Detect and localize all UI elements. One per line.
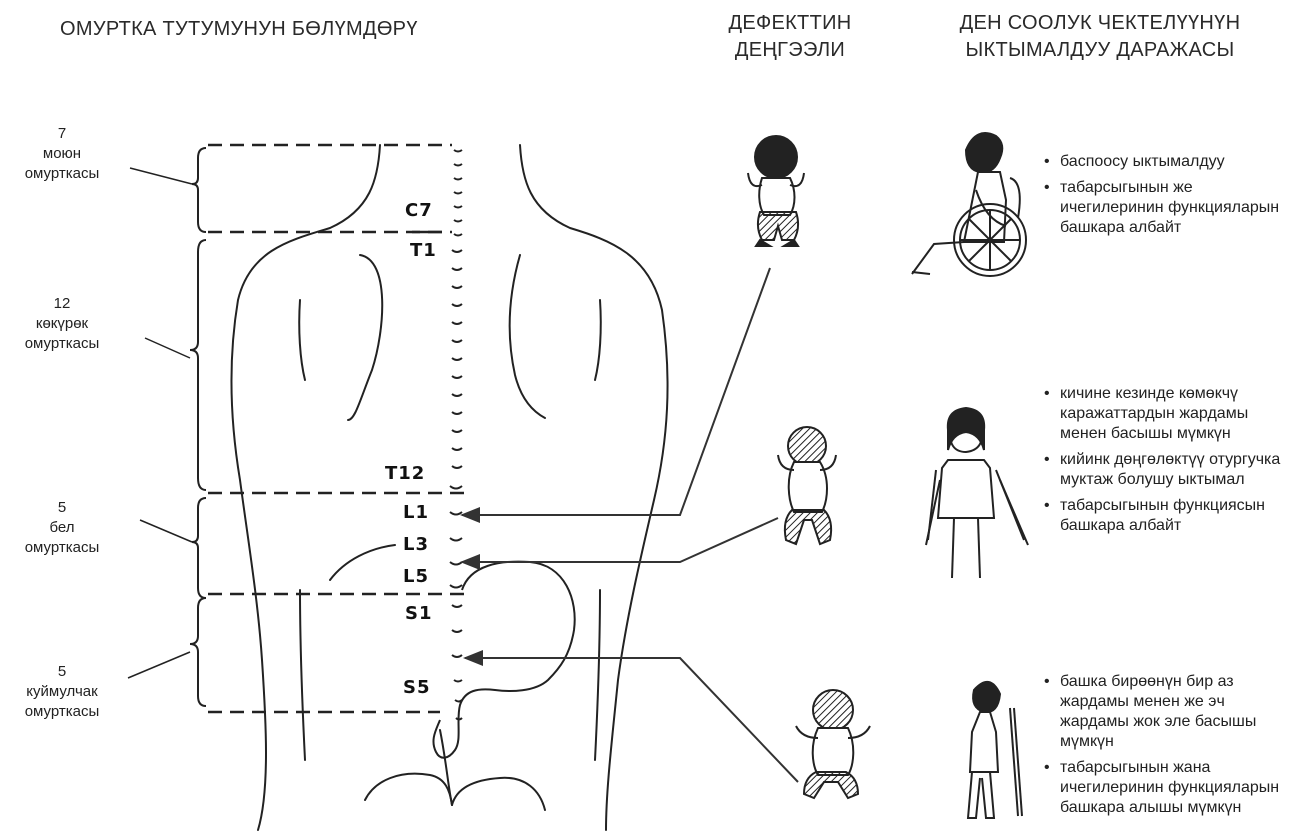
outcome-item: кичине кезинде көмөкчү каражаттардын жар… — [1040, 384, 1298, 444]
defect-level-arrows — [462, 268, 798, 782]
vertebra-label-s1: S1 — [405, 603, 433, 624]
segment-name: көкүрөк — [14, 314, 110, 334]
outcome-header: ДЕН СООЛУК ЧЕКТЕЛҮҮНҮН ЫКТЫМАЛДУУ ДАРАЖА… — [920, 10, 1280, 64]
outcome-list-3: башка бирөөнүн бир аз жардамы менен же э… — [1040, 672, 1298, 824]
baby-figure-2 — [778, 427, 836, 544]
crutches-child-figure — [926, 408, 1028, 578]
segment-type: омурткасы — [14, 164, 110, 184]
segment-count: 12 — [14, 294, 110, 314]
outcome-header-line2: ЫКТЫМАЛДУУ ДАРАЖАСЫ — [920, 37, 1280, 64]
thoracic-segment-label: 12 көкүрөк омурткасы — [14, 294, 110, 354]
vertebra-label-l1: L1 — [403, 502, 429, 523]
back-silhouette — [231, 145, 667, 830]
vertebral-column — [450, 150, 462, 720]
outcome-item: баспоосу ыктымалдуу — [1040, 152, 1290, 172]
vertebra-label-t1: T1 — [410, 240, 437, 261]
outcome-list-2: кичине кезинде көмөкчү каражаттардын жар… — [1040, 384, 1298, 542]
segment-count: 7 — [14, 124, 110, 144]
segment-name: моюн — [14, 144, 110, 164]
outcome-item: табарсыгынын жана ичегилеринин функцияла… — [1040, 758, 1298, 818]
wheelchair-child-figure — [912, 133, 1026, 276]
sections-header-text: ОМУРТКА ТУТУМУНУН БӨЛҮМДӨРҮ — [60, 16, 480, 43]
vertebra-label-l3: L3 — [403, 534, 429, 555]
vertebra-label-s5: S5 — [403, 677, 431, 698]
defect-level-header-line2: ДЕҢГЭЭЛИ — [690, 37, 890, 64]
sections-header: ОМУРТКА ТУТУМУНУН БӨЛҮМДӨРҮ — [60, 16, 480, 43]
outcome-list-1: баспоосу ыктымалдуу табарсыгынын же ичег… — [1040, 152, 1290, 244]
defect-level-header: ДЕФЕКТТИН ДЕҢГЭЭЛИ — [690, 10, 890, 64]
vertebra-label-l5: L5 — [403, 566, 429, 587]
segment-separators — [208, 145, 470, 712]
outcome-item: кийинк дөңгөлөктүү отургучка муктаж болу… — [1040, 450, 1298, 490]
sacral-segment-label: 5 куймулчак омурткасы — [14, 662, 110, 722]
segment-type: омурткасы — [14, 702, 110, 722]
walking-stick-child-figure — [968, 682, 1022, 818]
segment-name: куймулчак — [14, 682, 110, 702]
outcome-item: башка бирөөнүн бир аз жардамы менен же э… — [1040, 672, 1298, 752]
segment-type: омурткасы — [14, 538, 110, 558]
segment-count: 5 — [14, 662, 110, 682]
sacrum-outline — [433, 562, 574, 758]
segment-count: 5 — [14, 498, 110, 518]
cervical-segment-label: 7 моюн омурткасы — [14, 124, 110, 184]
defect-level-header-line1: ДЕФЕКТТИН — [690, 10, 890, 37]
segment-leaders — [128, 168, 192, 678]
segment-type: омурткасы — [14, 334, 110, 354]
segment-name: бел — [14, 518, 110, 538]
baby-figure-1 — [748, 136, 804, 246]
outcome-item: табарсыгынын функциясын башкара албайт — [1040, 496, 1298, 536]
lumbar-segment-label: 5 бел омурткасы — [14, 498, 110, 558]
vertebra-label-c7: C7 — [405, 200, 433, 221]
outcome-item: табарсыгынын же ичегилеринин функциялары… — [1040, 178, 1290, 238]
vertebra-label-t12: T12 — [385, 463, 425, 484]
baby-figure-3 — [796, 690, 870, 798]
outcome-header-line1: ДЕН СООЛУК ЧЕКТЕЛҮҮНҮН — [920, 10, 1280, 37]
segment-braces — [190, 148, 206, 706]
